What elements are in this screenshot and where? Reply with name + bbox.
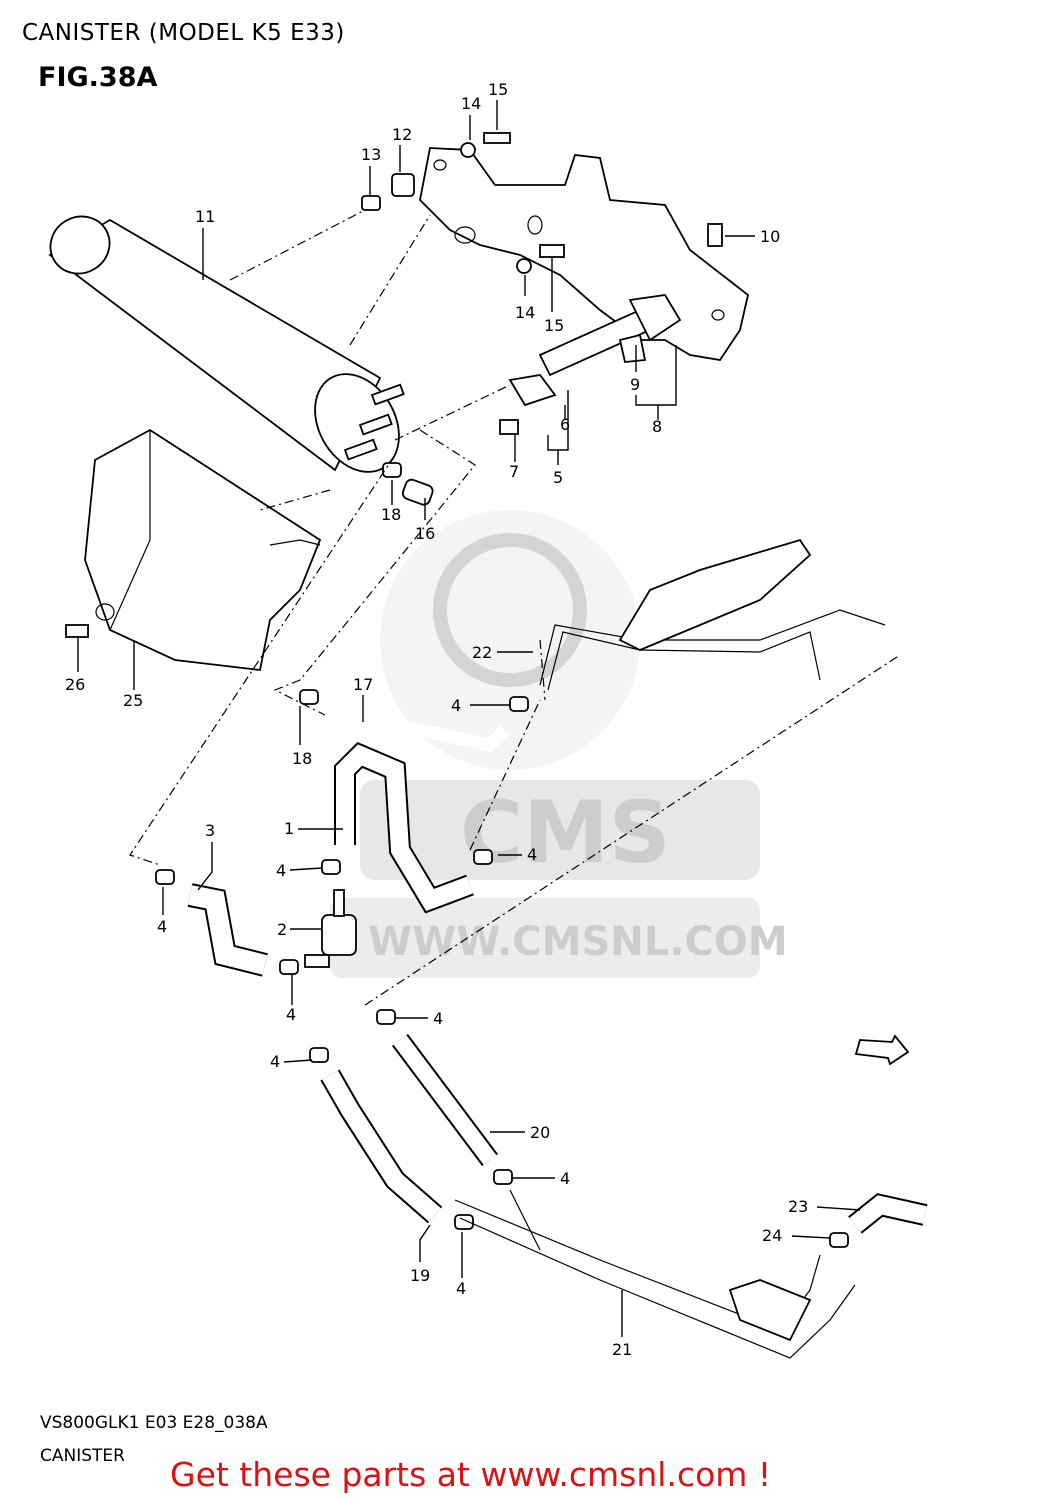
callout-18-mid: 18 xyxy=(292,749,312,768)
callout-4-a: 4 xyxy=(451,696,461,715)
callout-4-i: 4 xyxy=(456,1279,466,1298)
pipe-22 xyxy=(539,538,886,691)
fwd-arrow-icon: FWD xyxy=(854,1034,910,1066)
callout-6: 6 xyxy=(560,415,570,434)
section-name: CANISTER xyxy=(40,1446,125,1466)
callout-18-top: 18 xyxy=(381,505,401,524)
callout-11: 11 xyxy=(195,207,215,226)
holder-assembly xyxy=(508,294,682,407)
callout-14-top: 14 xyxy=(461,94,481,113)
watermark-url: WWW.CMSNL.COM xyxy=(368,919,788,965)
callout-2: 2 xyxy=(277,920,287,939)
callout-16: 16 xyxy=(415,524,435,543)
hose-clamps xyxy=(155,462,849,1248)
callout-4-c: 4 xyxy=(276,861,286,880)
figure-label: FIG.38A xyxy=(38,62,158,93)
callout-12: 12 xyxy=(392,125,412,144)
diagram-title: CANISTER (MODEL K5 E33) xyxy=(22,20,345,46)
callout-labels: 11 12 13 14 15 14 15 10 9 8 6 7 5 18 16 … xyxy=(65,80,808,1359)
callout-3: 3 xyxy=(205,821,215,840)
callout-25: 25 xyxy=(123,691,143,710)
assembly-outlines xyxy=(129,209,901,1006)
hardware xyxy=(65,132,723,638)
callout-15-mid: 15 xyxy=(544,316,564,335)
fwd-label: FWD xyxy=(866,1047,887,1057)
callout-4-h: 4 xyxy=(560,1169,570,1188)
callout-19: 19 xyxy=(410,1266,430,1285)
callout-4-e: 4 xyxy=(286,1005,296,1024)
promo-banner: Get these parts at www.cmsnl.com ! xyxy=(170,1455,772,1494)
callout-9: 9 xyxy=(630,375,640,394)
callout-7: 7 xyxy=(509,462,519,481)
callout-21: 21 xyxy=(612,1340,632,1359)
callout-4-f: 4 xyxy=(433,1009,443,1028)
callout-22: 22 xyxy=(472,643,492,662)
callout-24: 24 xyxy=(762,1226,782,1245)
callout-13: 13 xyxy=(361,145,381,164)
callout-4-d: 4 xyxy=(157,917,167,936)
callout-4-b: 4 xyxy=(527,845,537,864)
callout-20: 20 xyxy=(530,1123,550,1142)
callout-17: 17 xyxy=(353,675,373,694)
callout-1: 1 xyxy=(284,819,294,838)
drawing-code: VS800GLK1 E03 E28_038A xyxy=(40,1413,268,1433)
callout-14-mid: 14 xyxy=(515,303,535,322)
hoses-lower xyxy=(320,1034,928,1359)
callout-8: 8 xyxy=(652,417,662,436)
leader-lines xyxy=(77,100,861,1337)
callout-23: 23 xyxy=(788,1197,808,1216)
canister-body xyxy=(48,215,405,473)
callout-10: 10 xyxy=(760,227,780,246)
canister-cover xyxy=(84,428,322,671)
hoses-mid xyxy=(187,703,510,977)
watermark: CMS WWW.CMSNL.COM xyxy=(330,510,788,978)
callout-5: 5 xyxy=(553,468,563,487)
canister-bracket xyxy=(419,147,750,361)
callout-15-top: 15 xyxy=(488,80,508,99)
watermark-logo: CMS xyxy=(460,783,671,883)
callout-26: 26 xyxy=(65,675,85,694)
callout-4-g: 4 xyxy=(270,1052,280,1071)
